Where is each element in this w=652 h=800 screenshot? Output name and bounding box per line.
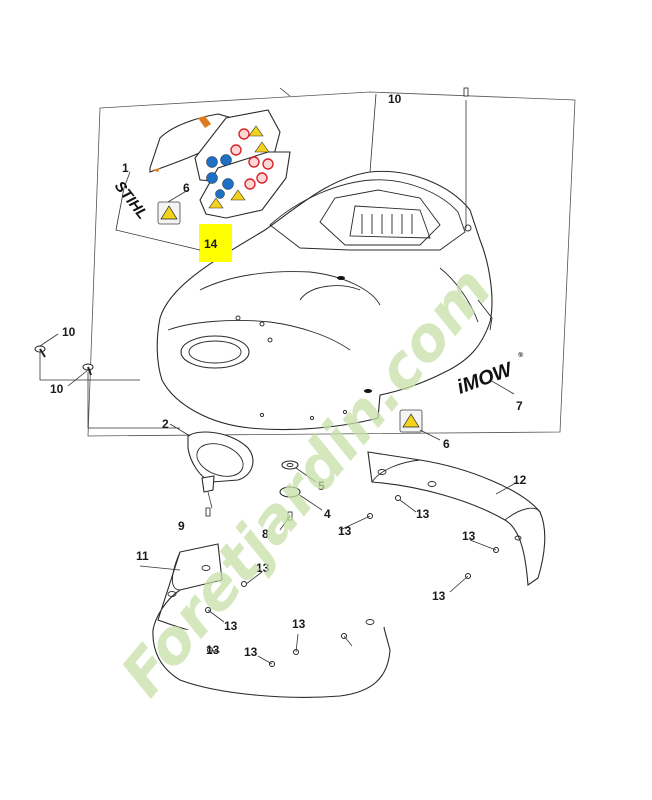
callout-13-h: 13 (244, 645, 258, 659)
callout-13-d: 13 (432, 589, 446, 603)
callout-2: 2 (162, 417, 169, 431)
callout-13-g: 13 (292, 617, 306, 631)
callout-4: 4 (324, 507, 331, 521)
callout-11: 11 (136, 549, 149, 563)
warning-decal-right (399, 409, 423, 433)
headlight-lens (187, 431, 254, 493)
seal-ring (279, 486, 301, 498)
callout-10a: 10 (388, 92, 402, 106)
callout-13-a: 13 (416, 507, 430, 521)
callout-5: 5 (318, 479, 325, 493)
svg-text:STIHL: STIHL (111, 178, 151, 223)
callout-7: 7 (516, 399, 523, 413)
grommet (281, 460, 299, 470)
callout-10b: 10 (62, 325, 76, 339)
callout-13-c: 13 (462, 529, 476, 543)
callout-12: 12 (513, 473, 527, 487)
callout-10c: 10 (50, 382, 64, 396)
svg-text:®: ® (517, 350, 525, 360)
callout-1: 1 (122, 161, 129, 175)
housing-shell (156, 170, 493, 431)
callout-13-e: 13 (256, 561, 270, 575)
callout-13-b: 13 (338, 524, 352, 538)
warning-decal-small (157, 201, 181, 225)
callout-9: 9 (178, 519, 185, 533)
assembly-frame (87, 91, 576, 437)
callout-14: 14 (204, 237, 218, 251)
callout-6a: 6 (183, 181, 190, 195)
item-14-highlight (199, 224, 232, 262)
callout-13-f: 13 (224, 619, 238, 633)
callout-13-i: 13 (206, 643, 220, 657)
stihl-logo: STIHL (111, 178, 151, 223)
callout-6b: 6 (443, 437, 450, 451)
callout-8: 8 (262, 527, 269, 541)
callout-labels: 1 6 14 10 10 10 7 2 6 5 4 9 8 12 11 13 1… (50, 92, 527, 659)
leader-lines (39, 87, 515, 665)
decal-strip (149, 109, 291, 219)
bumper-right (367, 451, 546, 587)
svg-text:iMOW: iMOW (454, 358, 517, 399)
